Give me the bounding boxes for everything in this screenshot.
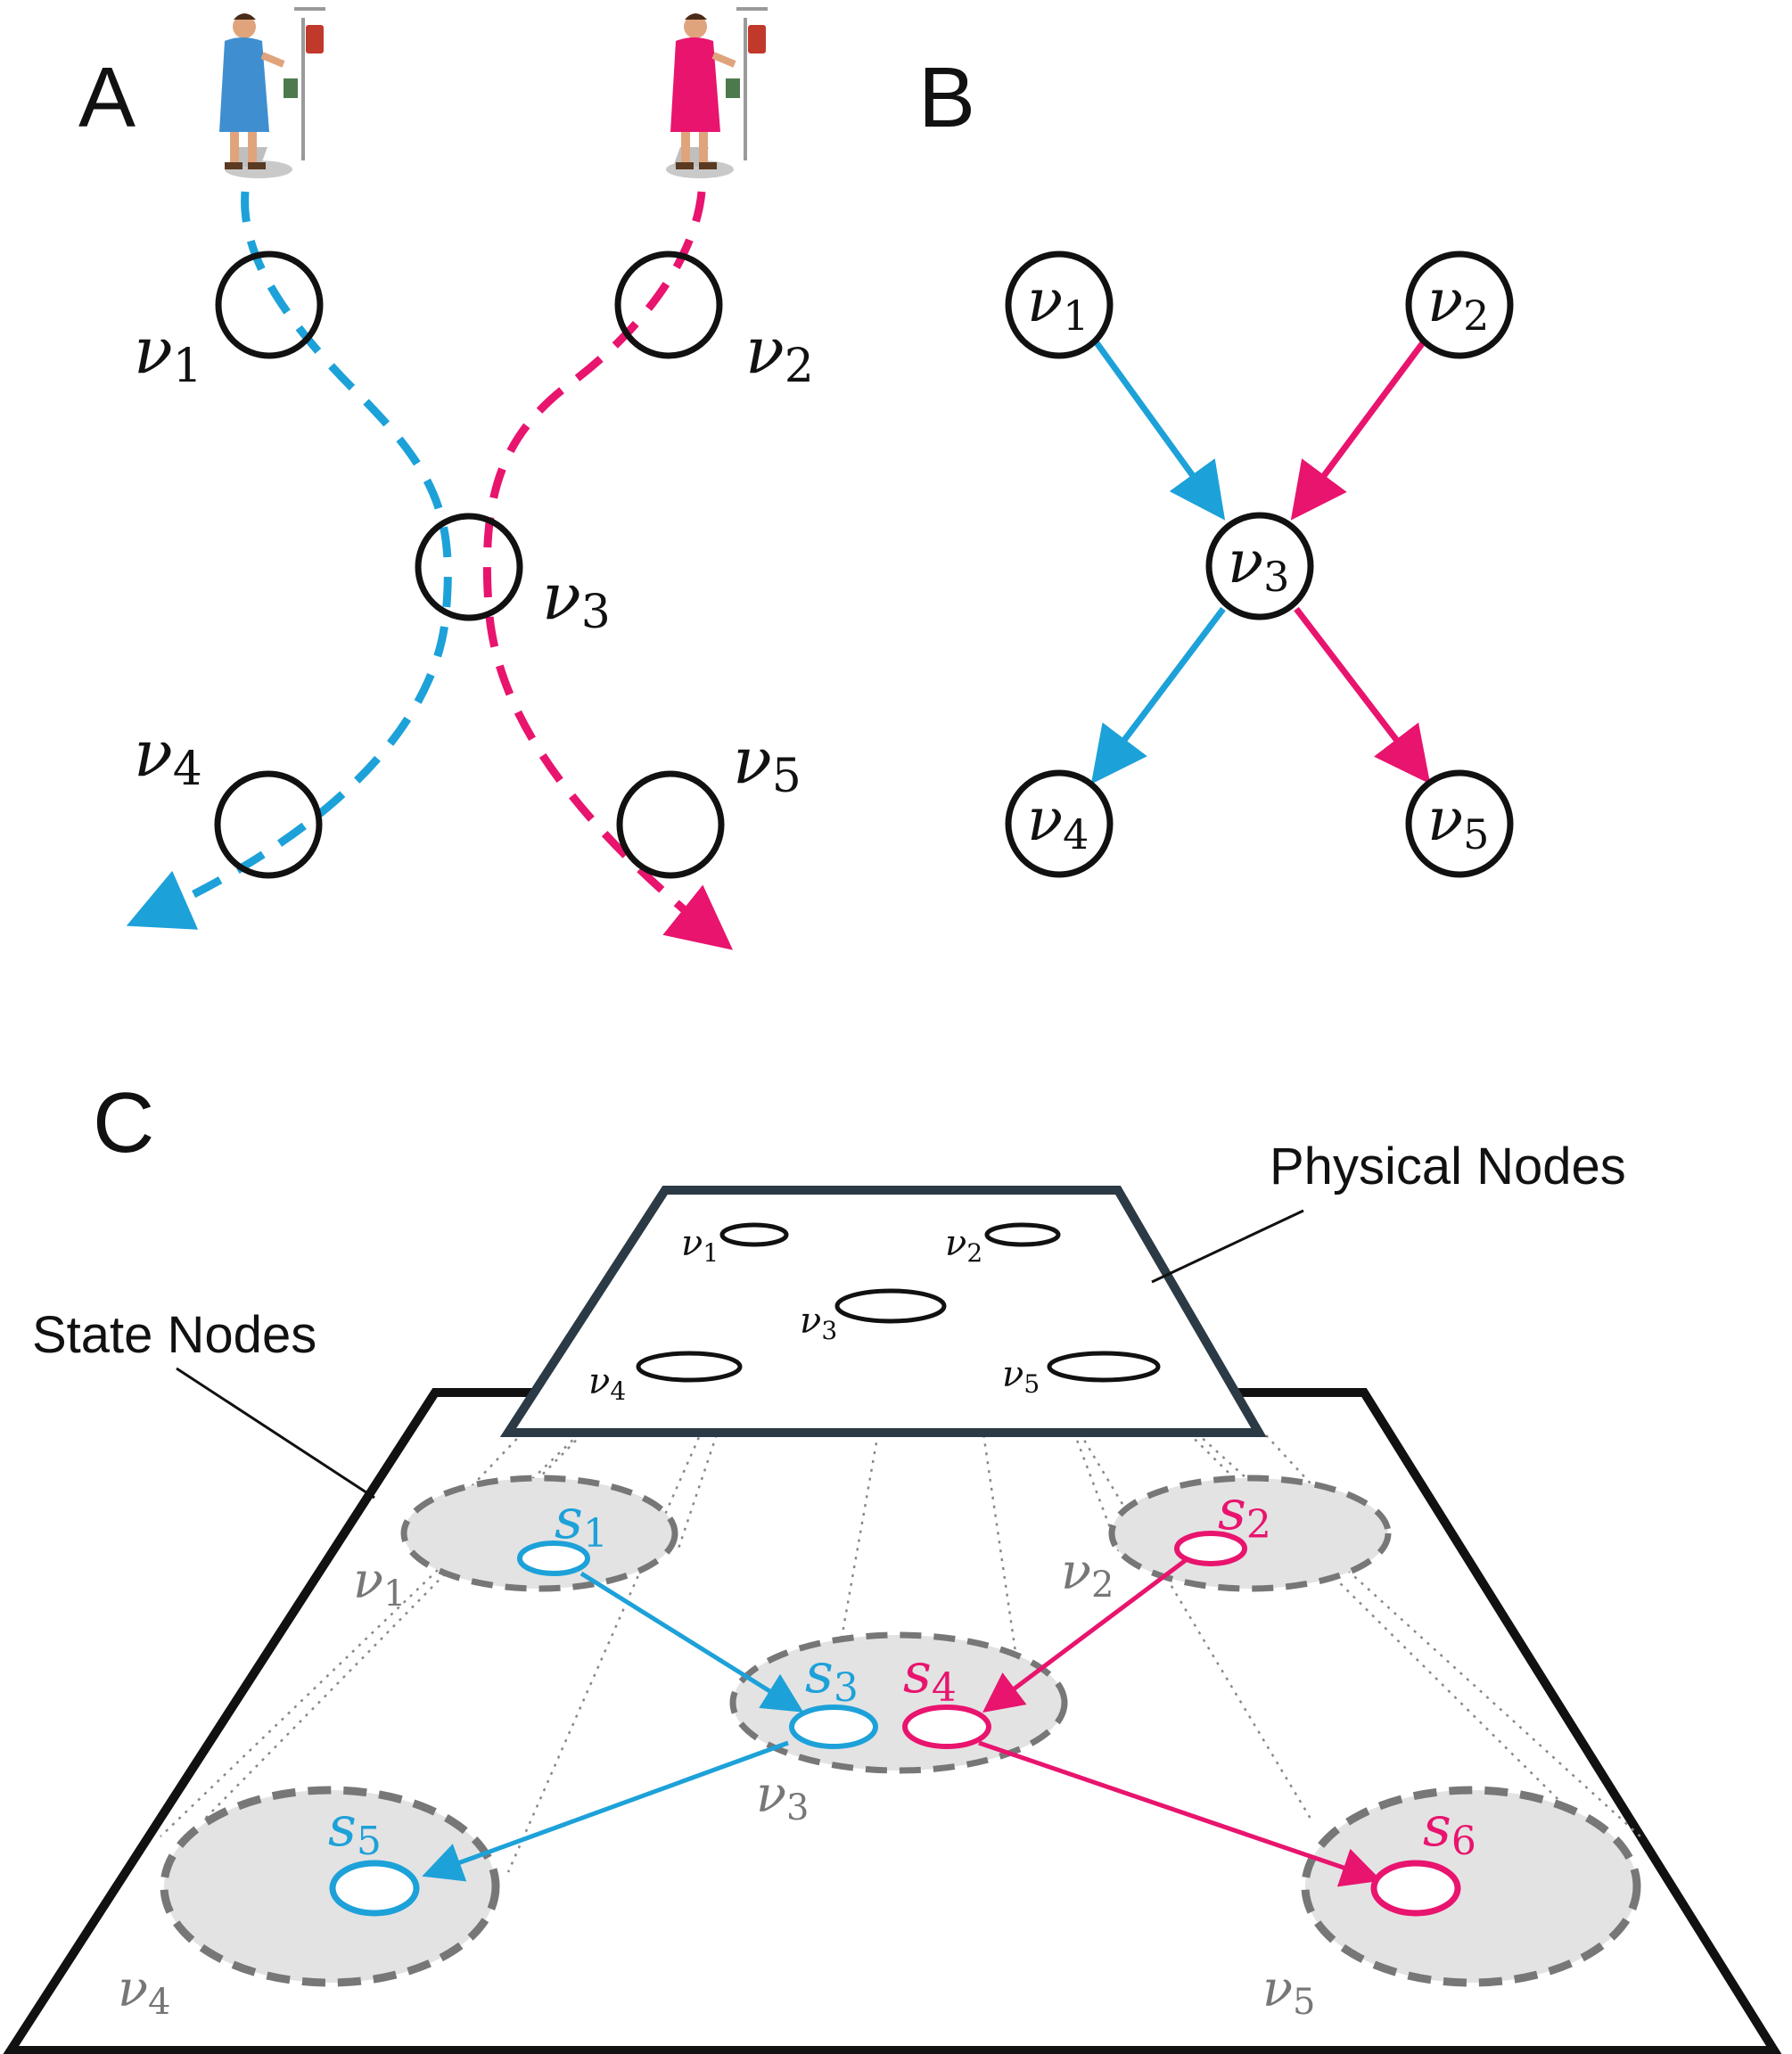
state-node-s3 [789, 1705, 878, 1749]
state-edge-s4-s6 [978, 1740, 1382, 1887]
region-label-v3: ν3 [756, 1766, 810, 1828]
region-label-v4: ν4 [118, 1960, 171, 2023]
a-node-v4 [214, 770, 323, 879]
p-label-v4: ν4 [588, 1361, 626, 1406]
p-node-v5 [1047, 1351, 1161, 1383]
physical-nodes-leader-line [1151, 1209, 1304, 1284]
b-edge-v2-v3 [1290, 335, 1429, 521]
a-node-v5 [616, 770, 725, 879]
panel-c-label: C [93, 1075, 154, 1171]
p-node-v3 [834, 1288, 947, 1324]
b-node-v2 [1405, 251, 1514, 359]
b-node-v4 [1005, 769, 1114, 878]
a-label-v2: ν2 [745, 313, 814, 393]
patient-blue-gown-icon [219, 7, 325, 178]
patient-pink-gown-icon [666, 7, 768, 178]
p-node-v4 [636, 1351, 743, 1383]
p-node-v1 [719, 1222, 789, 1247]
b-label-v4: ν4 [1027, 785, 1089, 859]
b-edge-v3-v5 [1294, 606, 1431, 785]
state-node-s1 [517, 1540, 590, 1576]
state-nodes-label: State Nodes [32, 1306, 316, 1364]
state-label-s3: s3 [805, 1640, 859, 1711]
state-node-s5 [329, 1860, 420, 1917]
physical-layer-plane [499, 1186, 1267, 1437]
state-label-s1: s1 [555, 1486, 608, 1557]
state-label-s6: s6 [1423, 1794, 1476, 1864]
region-label-v5: ν5 [1262, 1960, 1316, 2023]
p-label-v5: ν5 [1002, 1354, 1040, 1399]
region-v3 [729, 1631, 1068, 1774]
p-label-v1: ν1 [681, 1223, 719, 1268]
b-edge-v3-v4 [1090, 606, 1226, 785]
b-label-v3: ν3 [1228, 528, 1289, 601]
b-node-v5 [1405, 769, 1514, 878]
b-label-v2: ν2 [1427, 267, 1489, 340]
a-node-v2 [614, 251, 723, 359]
b-node-v1 [1005, 251, 1114, 359]
a-label-v1: ν1 [134, 313, 202, 393]
b-edge-v1-v3 [1090, 335, 1226, 521]
a-label-v3: ν3 [542, 559, 611, 639]
physical-nodes-label: Physical Nodes [1270, 1138, 1626, 1195]
patient-1-trajectory [126, 191, 452, 930]
state-nodes-leader-line [176, 1367, 375, 1499]
a-label-v4: ν4 [134, 716, 202, 796]
region-label-v2: ν2 [1061, 1543, 1114, 1606]
state-node-s4 [902, 1705, 991, 1749]
state-label-s4: s4 [903, 1640, 957, 1711]
region-v1 [400, 1475, 678, 1592]
state-edge-s3-s5 [422, 1740, 789, 1882]
a-node-v3 [415, 513, 523, 621]
a-node-v1 [215, 251, 324, 359]
panel-b-label: B [918, 50, 975, 145]
b-label-v1: ν1 [1027, 267, 1089, 340]
state-edge-s1-s3 [580, 1571, 804, 1713]
p-node-v2 [984, 1222, 1061, 1247]
region-label-v1: ν1 [353, 1552, 407, 1614]
state-label-s5: s5 [328, 1794, 382, 1864]
region-v5 [1301, 1786, 1641, 1987]
state-edge-s2-s4 [982, 1558, 1188, 1713]
p-label-v2: ν2 [945, 1223, 982, 1268]
b-label-v5: ν5 [1427, 785, 1489, 859]
patient-2-trajectory [482, 191, 734, 950]
b-node-v3 [1205, 512, 1314, 620]
state-label-s2: s2 [1218, 1477, 1271, 1548]
state-node-s6 [1370, 1860, 1461, 1917]
state-node-s2 [1174, 1531, 1247, 1566]
a-label-v5: ν5 [733, 723, 801, 803]
panel-a-label: A [78, 50, 136, 145]
p-label-v3: ν3 [800, 1301, 837, 1345]
